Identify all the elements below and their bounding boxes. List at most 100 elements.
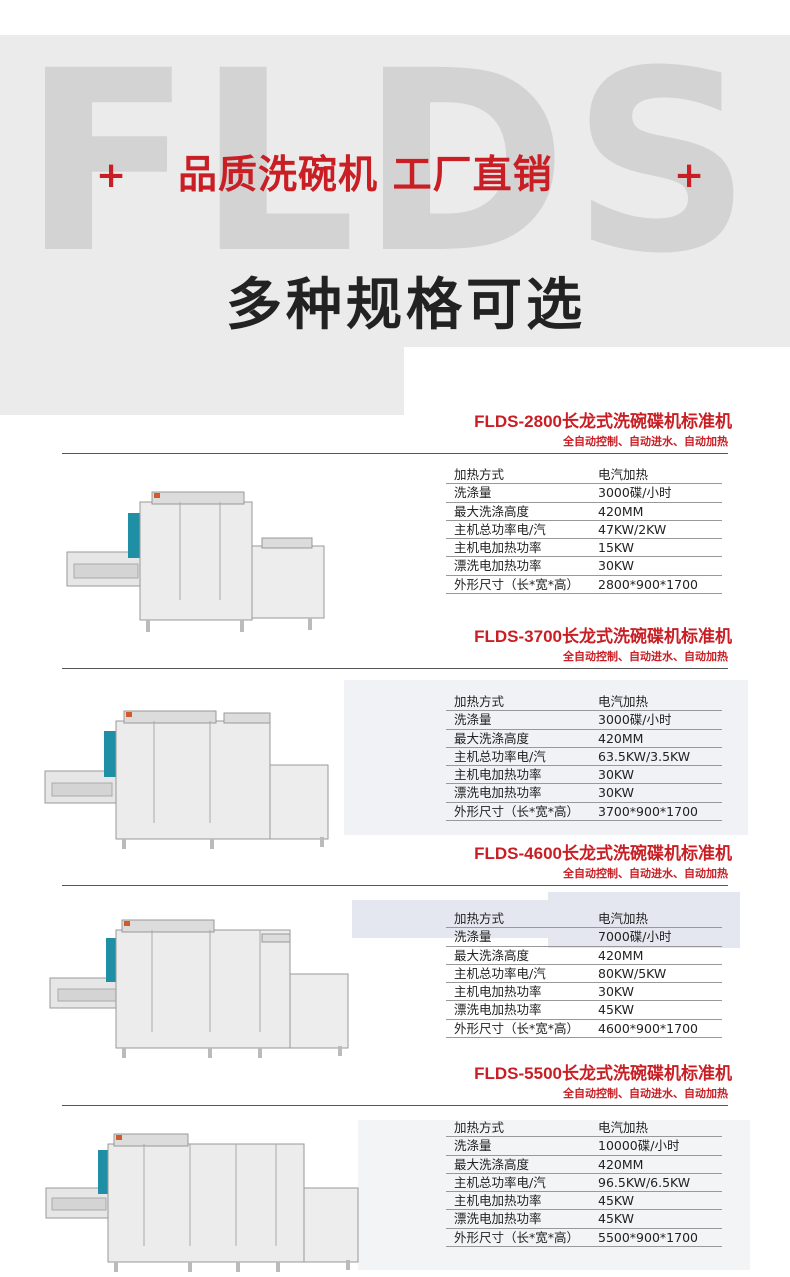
spec-label: 洗涤量 <box>454 1138 492 1154</box>
spec-label: 外形尺寸（长*宽*高） <box>454 576 580 592</box>
spec-value: 420MM <box>598 730 644 746</box>
product-title: FLDS-5500长龙式洗碗碟机标准机 <box>474 1064 732 1083</box>
dishwasher-machine-image <box>44 710 329 849</box>
plus-right-icon: + <box>674 155 705 196</box>
spec-value: 3000碟/小时 <box>598 485 672 501</box>
spec-value: 96.5KW/6.5KW <box>598 1174 691 1190</box>
spec-label: 主机电加热功率 <box>454 540 542 556</box>
spec-label: 最大洗涤高度 <box>454 1156 530 1172</box>
spec-row: 漂洗电加热功率 45KW <box>446 1001 722 1020</box>
spec-label: 外形尺寸（长*宽*高） <box>454 1020 580 1036</box>
spec-row: 外形尺寸（长*宽*高）2800*900*1700 <box>446 576 722 595</box>
spec-value: 30KW <box>598 767 635 783</box>
spec-label: 外形尺寸（长*宽*高） <box>454 803 580 819</box>
spec-value: 3700*900*1700 <box>598 803 698 819</box>
spec-value: 30KW <box>598 984 635 1000</box>
spec-row: 洗涤量 7000碟/小时 <box>446 928 722 947</box>
spec-row: 主机总功率电/汽 96.5KW/6.5KW <box>446 1174 722 1193</box>
machine-drawing <box>66 491 325 632</box>
spec-value: 7000碟/小时 <box>598 929 672 945</box>
product-divider <box>62 453 728 454</box>
tagline-text: 品质洗碗机 工厂直销 <box>178 153 553 198</box>
product-divider <box>62 1105 728 1106</box>
spec-label: 主机电加热功率 <box>454 767 542 783</box>
product-card-flds-3700: FLDS-3700长龙式洗碗碟机标准机 全自动控制、自动进水、自动加热 加热方式… <box>0 625 790 849</box>
spec-value: 10000碟/小时 <box>598 1138 680 1154</box>
spec-row: 主机电加热功率 30KW <box>446 983 722 1002</box>
spec-row: 漂洗电加热功率 30KW <box>446 557 722 576</box>
page-headline: 多种规格可选 <box>226 273 586 338</box>
spec-value: 3000碟/小时 <box>598 712 672 728</box>
spec-label: 主机总功率电/汽 <box>454 1174 546 1190</box>
spec-row: 洗涤量 3000碟/小时 <box>446 484 722 503</box>
spec-label: 主机电加热功率 <box>454 1193 542 1209</box>
spec-label: 加热方式 <box>454 1120 505 1135</box>
spec-value: 47KW/2KW <box>598 521 667 537</box>
product-title: FLDS-4600长龙式洗碗碟机标准机 <box>474 844 732 863</box>
product-card-flds-2800: FLDS-2800长龙式洗碗碟机标准机 全自动控制、自动进水、自动加热 加热方式… <box>0 410 790 632</box>
spec-value: 63.5KW/3.5KW <box>598 748 691 764</box>
product-title: FLDS-2800长龙式洗碗碟机标准机 <box>474 412 732 431</box>
spec-panel-background <box>352 900 548 938</box>
spec-value: 420MM <box>598 947 644 963</box>
spec-value: 电汽加热 <box>598 694 649 709</box>
dishwasher-machine-image <box>49 919 349 1058</box>
spec-value: 80KW/5KW <box>598 965 667 981</box>
spec-row: 外形尺寸（长*宽*高） 3700*900*1700 <box>446 803 722 822</box>
spec-label: 洗涤量 <box>454 929 492 945</box>
spec-value: 4600*900*1700 <box>598 1020 698 1036</box>
product-subtitle: 全自动控制、自动进水、自动加热 <box>563 435 728 448</box>
product-title: FLDS-3700长龙式洗碗碟机标准机 <box>474 627 732 646</box>
spec-row: 主机电加热功率 45KW <box>446 1192 722 1211</box>
spec-row: 加热方式 电汽加热 <box>446 1119 722 1138</box>
spec-label: 外形尺寸（长*宽*高） <box>454 1229 580 1245</box>
spec-label: 主机总功率电/汽 <box>454 748 546 764</box>
machine-drawing <box>49 919 349 1058</box>
product-subtitle: 全自动控制、自动进水、自动加热 <box>563 650 728 663</box>
spec-row: 主机总功率电/汽 63.5KW/3.5KW <box>446 748 722 767</box>
spec-row: 漂洗电加热功率 30KW <box>446 784 722 803</box>
spec-row: 洗涤量 3000碟/小时 <box>446 711 722 730</box>
spec-row: 主机电加热功率 30KW <box>446 766 722 785</box>
product-card-flds-4600: FLDS-4600长龙式洗碗碟机标准机 全自动控制、自动进水、自动加热 加热方式… <box>0 842 790 1060</box>
spec-value: 15KW <box>598 540 635 556</box>
spec-value: 30KW <box>598 558 635 574</box>
spec-label: 主机电加热功率 <box>454 984 542 1000</box>
spec-label: 加热方式 <box>454 911 505 926</box>
spec-row: 最大洗涤高度 420MM <box>446 730 722 748</box>
spec-label: 漂洗电加热功率 <box>454 1002 542 1018</box>
spec-row: 外形尺寸（长*宽*高） 5500*900*1700 <box>446 1229 722 1248</box>
spec-row: 外形尺寸（长*宽*高） 4600*900*1700 <box>446 1020 722 1039</box>
spec-value: 45KW <box>598 1002 635 1018</box>
spec-value: 30KW <box>598 785 635 801</box>
dishwasher-machine-image <box>45 1133 359 1272</box>
spec-row: 加热方式 电汽加热 <box>446 693 722 712</box>
spec-table: 加热方式 电汽加热 洗涤量 10000碟/小时 最大洗涤高度 420MM 主机总功率电… <box>446 1119 722 1248</box>
spec-value: 420MM <box>598 1156 644 1172</box>
plus-left-icon: + <box>96 155 127 196</box>
spec-label: 最大洗涤高度 <box>454 503 530 519</box>
spec-value: 45KW <box>598 1193 635 1209</box>
spec-table: 加热方式 电汽加热 洗涤量 3000碟/小时 最大洗涤高度 420MM 主机总功率电/… <box>446 693 722 822</box>
spec-label: 主机总功率电/汽 <box>454 521 546 537</box>
hero-background-extension <box>0 347 404 415</box>
product-subtitle: 全自动控制、自动进水、自动加热 <box>563 1087 728 1100</box>
spec-value: 电汽加热 <box>598 1120 649 1135</box>
spec-label: 洗涤量 <box>454 712 492 728</box>
spec-label: 漂洗电加热功率 <box>454 558 542 574</box>
spec-label: 漂洗电加热功率 <box>454 785 542 801</box>
dishwasher-machine-image <box>66 491 325 632</box>
tagline-bar: + 品质洗碗机 工厂直销 + <box>0 153 790 203</box>
machine-drawing <box>45 1133 359 1272</box>
spec-value: 5500*900*1700 <box>598 1229 698 1245</box>
spec-label: 加热方式 <box>454 694 505 709</box>
spec-label: 洗涤量 <box>454 485 492 501</box>
spec-panel-background <box>344 680 748 835</box>
spec-row: 最大洗涤高度 420MM <box>446 1156 722 1174</box>
spec-label: 最大洗涤高度 <box>454 730 530 746</box>
